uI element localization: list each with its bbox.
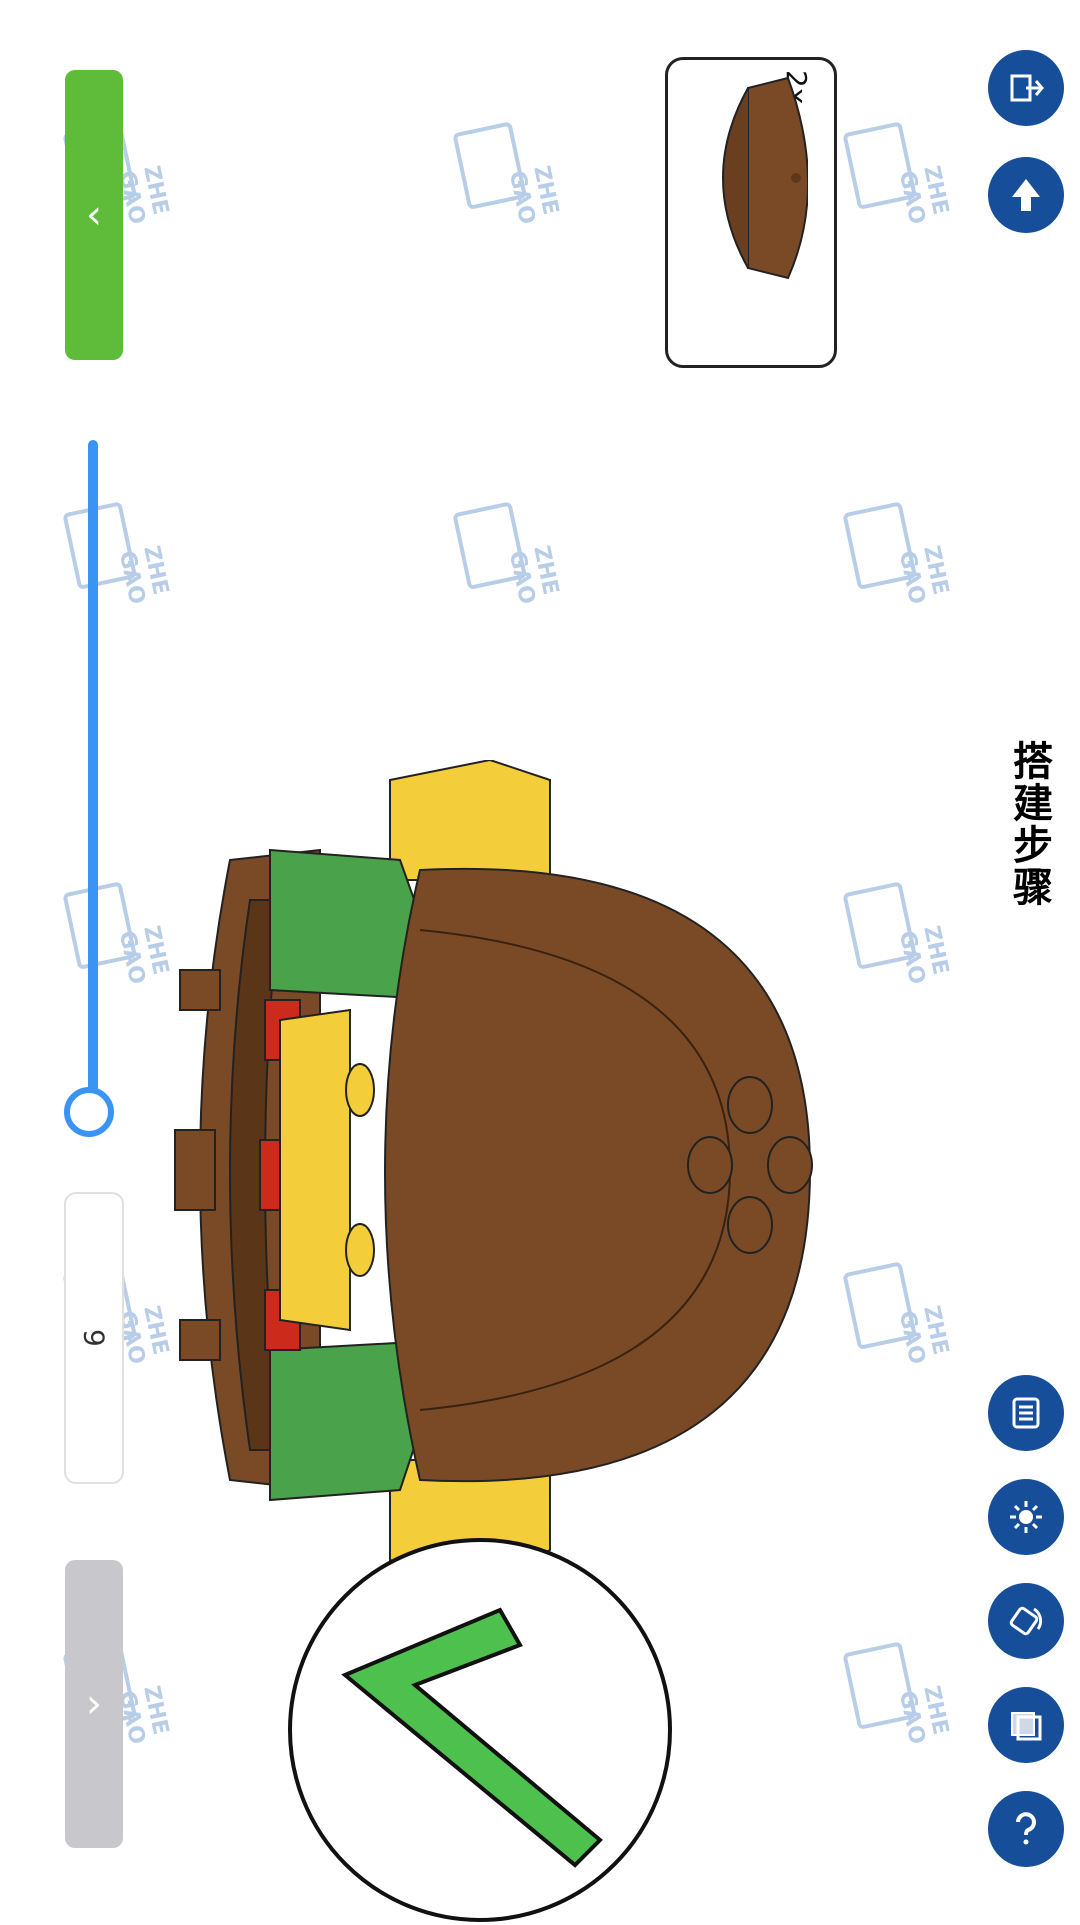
watermark: ZHE GAO (835, 1254, 953, 1416)
brightness-icon (1010, 1501, 1042, 1533)
layer-button[interactable] (988, 1687, 1064, 1763)
brightness-button[interactable] (988, 1479, 1064, 1555)
help-button[interactable] (988, 1791, 1064, 1867)
list-icon (1012, 1397, 1040, 1429)
rotate-button[interactable] (988, 1583, 1064, 1659)
up-button[interactable] (988, 157, 1064, 233)
chevron-left-icon: ‹ (86, 192, 102, 238)
chevron-right-icon: › (86, 1681, 102, 1727)
watermark: ZHE GAO (835, 114, 953, 276)
previous-step-button[interactable]: › (65, 1560, 123, 1848)
arrow-up-icon (1012, 179, 1040, 211)
watermark: ZHE GAO (835, 874, 953, 1036)
list-button[interactable] (988, 1375, 1064, 1451)
page-title: 搭建步骤 (1006, 740, 1052, 908)
watermark: ZHE GAO (55, 874, 173, 1036)
rotation-check-indicator (288, 1538, 672, 1922)
brick-model-illustration (174, 760, 813, 1580)
step-number: 9 (77, 1329, 111, 1347)
rotate-icon (1009, 1606, 1043, 1636)
exit-icon (1010, 74, 1044, 102)
watermark: ZHE GAO (835, 494, 953, 656)
exit-button[interactable] (988, 50, 1064, 126)
next-step-button[interactable]: ‹ (65, 70, 123, 360)
layer-icon (1011, 1712, 1042, 1741)
watermark: ZHE GAO (835, 1634, 953, 1796)
step-slider-track[interactable] (88, 440, 98, 1120)
brown-dome-part (722, 76, 808, 280)
help-icon (1016, 1812, 1036, 1845)
watermark: ZHE GAO (55, 494, 173, 656)
step-slider-thumb[interactable] (64, 1087, 114, 1137)
step-number-field[interactable]: 9 (64, 1192, 124, 1484)
parts-needed-panel: 2x (665, 57, 837, 368)
watermark: ZHE GAO (445, 494, 563, 656)
watermark: ZHE GAO (445, 114, 563, 276)
